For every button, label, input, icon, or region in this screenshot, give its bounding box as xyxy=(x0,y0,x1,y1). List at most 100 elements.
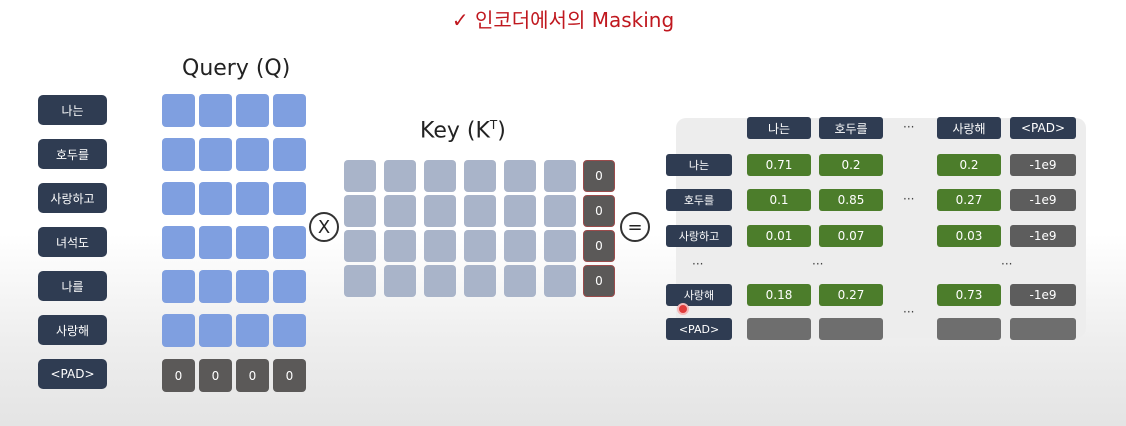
key-label-text: Key (K xyxy=(420,118,490,144)
masked-score-cell: -1e9 xyxy=(1010,225,1076,247)
key-vector-cell xyxy=(424,160,456,192)
row-label-3: 사랑해 xyxy=(666,284,732,306)
query-label: Query (Q) xyxy=(182,56,291,81)
masked-pad-cell xyxy=(819,318,883,340)
query-vector-cell xyxy=(162,226,195,259)
key-pad-zero-cell: 0 xyxy=(583,230,615,262)
key-label: Key (KT) xyxy=(420,118,506,143)
query-vector-cell xyxy=(199,138,232,171)
query-vector-cell xyxy=(199,94,232,127)
query-pad-zero-cell: 0 xyxy=(236,359,269,392)
key-vector-cell xyxy=(344,195,376,227)
key-vector-cell xyxy=(384,160,416,192)
query-vector-cell xyxy=(236,226,269,259)
key-vector-cell xyxy=(344,160,376,192)
score-cell: 0.2 xyxy=(819,154,883,176)
score-cell: 0.07 xyxy=(819,225,883,247)
key-vector-cell xyxy=(544,230,576,262)
multiply-operator: X xyxy=(309,212,339,242)
right-ellipsis: ··· xyxy=(1001,257,1013,271)
query-token-pad: <PAD> xyxy=(38,359,107,389)
key-vector-cell xyxy=(424,195,456,227)
query-pad-zero-cell: 0 xyxy=(273,359,306,392)
query-vector-cell xyxy=(273,182,306,215)
row-label-1: 호두를 xyxy=(666,189,732,211)
key-vector-cell xyxy=(464,265,496,297)
score-cell: 0.73 xyxy=(937,284,1001,306)
query-vector-cell xyxy=(236,314,269,347)
masked-pad-cell xyxy=(937,318,1001,340)
masked-score-cell: -1e9 xyxy=(1010,189,1076,211)
col-header-ellipsis: ··· xyxy=(903,120,915,134)
score-cell: 0.2 xyxy=(937,154,1001,176)
key-vector-cell xyxy=(344,230,376,262)
slide-title: ✓ 인코더에서의 Masking xyxy=(451,8,675,32)
key-pad-zero-cell: 0 xyxy=(583,160,615,192)
key-vector-cell xyxy=(544,265,576,297)
score-cell: 0.18 xyxy=(747,284,811,306)
score-cell: 0.1 xyxy=(747,189,811,211)
query-token-1: 호두를 xyxy=(38,139,107,169)
query-vector-cell xyxy=(236,94,269,127)
query-vector-cell xyxy=(273,94,306,127)
col-header-0: 나는 xyxy=(747,117,811,139)
score-cell: 0.27 xyxy=(937,189,1001,211)
query-vector-cell xyxy=(162,94,195,127)
row-label-pad: <PAD> xyxy=(666,318,732,340)
key-vector-cell xyxy=(384,230,416,262)
score-cell: 0.85 xyxy=(819,189,883,211)
query-pad-zero-cell: 0 xyxy=(162,359,195,392)
query-vector-cell xyxy=(162,314,195,347)
key-vector-cell xyxy=(384,265,416,297)
query-vector-cell xyxy=(199,226,232,259)
key-label-superscript: T xyxy=(489,118,498,132)
masked-pad-cell xyxy=(747,318,811,340)
key-vector-cell xyxy=(504,160,536,192)
query-vector-cell xyxy=(273,138,306,171)
row-label-0: 나는 xyxy=(666,154,732,176)
query-vector-cell xyxy=(236,270,269,303)
key-vector-cell xyxy=(504,195,536,227)
query-token-0: 나는 xyxy=(38,95,107,125)
col-header-3: 사랑해 xyxy=(937,117,1001,139)
key-vector-cell xyxy=(384,195,416,227)
score-cell: 0.03 xyxy=(937,225,1001,247)
query-vector-cell xyxy=(162,270,195,303)
middle-ellipsis: ··· xyxy=(812,257,824,271)
query-vector-cell xyxy=(273,226,306,259)
query-pad-zero-cell: 0 xyxy=(199,359,232,392)
query-vector-cell xyxy=(236,138,269,171)
query-vector-cell xyxy=(236,182,269,215)
query-vector-cell xyxy=(199,182,232,215)
query-vector-cell xyxy=(199,270,232,303)
lower-ellipsis: ··· xyxy=(903,305,915,319)
key-vector-cell xyxy=(504,265,536,297)
row-label-2: 사랑하고 xyxy=(666,225,732,247)
key-label-close: ) xyxy=(497,118,506,144)
query-token-2: 사랑하고 xyxy=(38,183,107,213)
key-vector-cell xyxy=(424,230,456,262)
col-header-pad: <PAD> xyxy=(1010,117,1076,139)
key-vector-cell xyxy=(464,195,496,227)
score-cell: 0.01 xyxy=(747,225,811,247)
score-cell: 0.71 xyxy=(747,154,811,176)
key-vector-cell xyxy=(464,230,496,262)
masked-score-cell: -1e9 xyxy=(1010,154,1076,176)
col-header-1: 호두를 xyxy=(819,117,883,139)
query-token-5: 사랑해 xyxy=(38,315,107,345)
key-vector-cell xyxy=(424,265,456,297)
query-vector-cell xyxy=(273,314,306,347)
equals-operator: = xyxy=(620,212,650,242)
query-vector-cell xyxy=(273,270,306,303)
query-vector-cell xyxy=(162,182,195,215)
key-vector-cell xyxy=(544,160,576,192)
query-token-4: 나를 xyxy=(38,271,107,301)
masked-score-cell: -1e9 xyxy=(1010,284,1076,306)
key-pad-zero-cell: 0 xyxy=(583,195,615,227)
score-cell: 0.27 xyxy=(819,284,883,306)
row-ellipsis: ··· xyxy=(692,257,704,271)
key-vector-cell xyxy=(504,230,536,262)
mouse-cursor-dot xyxy=(677,303,689,315)
query-vector-cell xyxy=(199,314,232,347)
score-ellipsis: ··· xyxy=(903,192,915,206)
